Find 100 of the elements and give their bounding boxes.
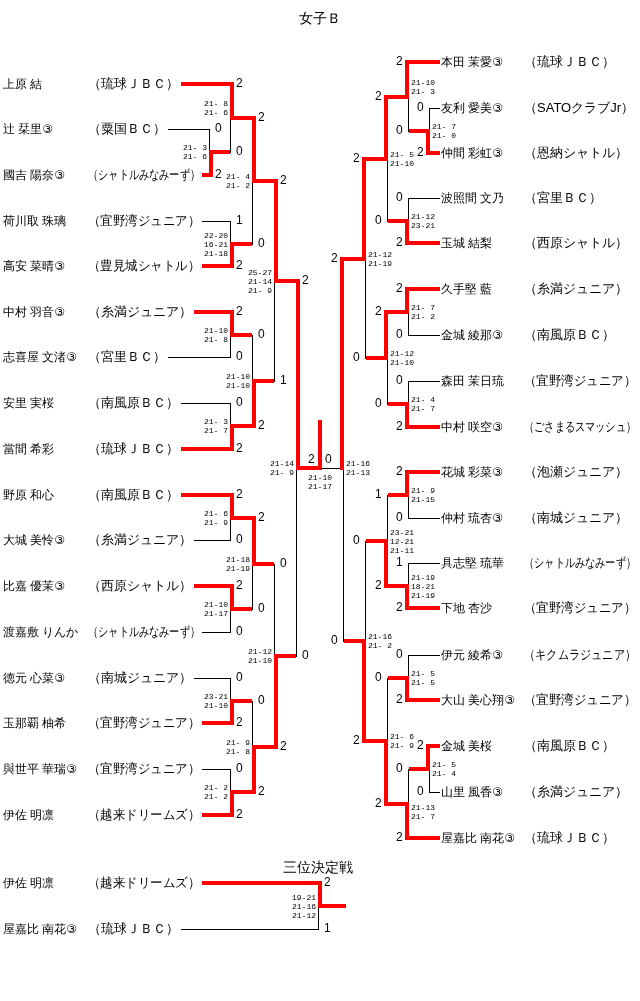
bracket-line (201, 632, 231, 633)
edge-label: 0 (324, 453, 333, 465)
club-name: （宮里ＢＣ） (88, 349, 166, 365)
player-name: 中村 羽音③ (3, 304, 66, 320)
bracket-line (234, 116, 252, 120)
club-name: （越来ドリームズ） (88, 875, 200, 891)
edge-label: 0 (395, 191, 404, 203)
bracket-line (366, 356, 384, 360)
player-name: 下地 杏沙 (441, 600, 493, 616)
edge-label: 0 (257, 602, 266, 614)
edge-label: 2 (352, 152, 361, 164)
club-name: （琉球ＪＢＣ） (88, 441, 179, 457)
edge-label: 2 (257, 419, 266, 431)
player-name: 辻 栞里③ (3, 121, 54, 137)
match-score: 21- 6 21- 9 (204, 509, 229, 527)
edge-label: 0 (395, 374, 404, 386)
bracket-line (181, 493, 230, 497)
bracket-line (409, 767, 426, 771)
club-name: （南城ジュニア） (88, 670, 192, 686)
club-name: （南風原ＢＣ） (88, 395, 179, 411)
bracket-line (201, 221, 231, 222)
edge-label: 2 (235, 259, 244, 271)
bracket-line (409, 60, 440, 64)
bracket-line (409, 698, 440, 702)
bracket-line (409, 836, 440, 840)
player-name: 玉城 結梨 (441, 235, 493, 251)
edge-label: 2 (235, 77, 244, 89)
club-name: （恩納シャトル） (524, 145, 628, 161)
edge-label: 1 (323, 922, 332, 934)
edge-label: 2 (257, 785, 266, 797)
match-score: 21-18 21-19 (226, 555, 251, 573)
bracket-line (213, 150, 230, 154)
match-score: 21- 9 21-15 (411, 486, 436, 504)
player-name: 渡嘉敷 りんか (3, 624, 79, 640)
player-name: 屋嘉比 南花③ (441, 830, 516, 846)
bracket-line (234, 790, 252, 794)
match-score: 21- 5 21- 5 (411, 669, 436, 687)
bracket-line (234, 699, 252, 703)
bracket-line (234, 333, 252, 337)
bracket-line (408, 381, 441, 382)
edge-label: 1 (235, 214, 244, 226)
bracket-line (366, 157, 384, 161)
club-name: （南城ジュニア） (524, 510, 628, 526)
edge-label: 0 (235, 533, 244, 545)
player-name: 具志堅 琉華 (441, 555, 505, 571)
player-name: 本田 茉愛③ (441, 54, 504, 70)
match-score: 21- 6 21- 9 (390, 732, 415, 750)
player-name: 山里 風香③ (441, 784, 504, 800)
match-score: 21-13 21- 7 (411, 803, 436, 821)
club-name: （琉球ＪＢＣ） (524, 54, 615, 70)
bracket-line (409, 606, 440, 610)
edge-label: 2 (374, 797, 383, 809)
club-name: （糸満ジュニア） (524, 281, 628, 297)
edge-label: 0 (235, 350, 244, 362)
match-score: 21-10 21-17 (308, 473, 333, 491)
match-score: 23-21 21-10 (204, 692, 229, 710)
edge-label: 2 (374, 90, 383, 102)
player-name: 花城 彩菜③ (441, 464, 504, 480)
club-name: （琉球ＪＢＣ） (88, 921, 179, 937)
bracket-line (256, 745, 274, 749)
edge-label: 2 (395, 601, 404, 613)
edge-label: 0 (395, 648, 404, 660)
edge-label: 0 (257, 237, 266, 249)
match-score: 21-12 21-19 (368, 250, 393, 268)
club-name: （シャトルみなみーず） (88, 167, 200, 183)
bracket-line (388, 219, 405, 223)
edge-label: 2 (395, 282, 404, 294)
club-name: （糸満ジュニア） (88, 304, 192, 320)
player-name: 高安 菜晴③ (3, 258, 66, 274)
bracket-line (193, 540, 231, 541)
match-score: 21-12 21-10 (248, 647, 273, 665)
bracket-line (409, 241, 440, 245)
match-score: 21-16 21-13 (346, 459, 371, 477)
player-name: 荷川取 珠璃 (3, 213, 67, 229)
bracket-line (430, 744, 440, 748)
edge-label: 0 (330, 634, 339, 646)
edge-label: 0 (395, 124, 404, 136)
club-name: （宜野湾ジュニア） (88, 761, 200, 777)
edge-label: 2 (279, 740, 288, 752)
player-name: 伊元 綾希③ (441, 647, 504, 663)
edge-label: 0 (416, 785, 425, 797)
bracket-line (167, 129, 210, 130)
bracket-line (388, 493, 405, 497)
edge-label: 2 (235, 488, 244, 500)
bracket-line (409, 129, 426, 133)
bracket-line (181, 447, 230, 451)
edge-label: 0 (235, 145, 244, 157)
match-score: 21-19 18-21 21-19 (411, 573, 436, 600)
club-name: （宜野湾ジュニア） (524, 373, 636, 389)
player-name: 玉那覇 柚希 (3, 715, 67, 731)
edge-label: 2 (257, 111, 266, 123)
edge-label: 2 (416, 146, 425, 158)
edge-label: 2 (395, 465, 404, 477)
player-name: 大山 美心翔③ (441, 692, 516, 708)
edge-label: 2 (330, 252, 339, 264)
player-name: 比嘉 優茉③ (3, 578, 66, 594)
club-name: （宜野湾ジュニア） (524, 692, 636, 708)
bracket-line (180, 929, 319, 930)
player-name: 波照間 文乃 (441, 190, 505, 206)
bracket-line (256, 179, 274, 183)
